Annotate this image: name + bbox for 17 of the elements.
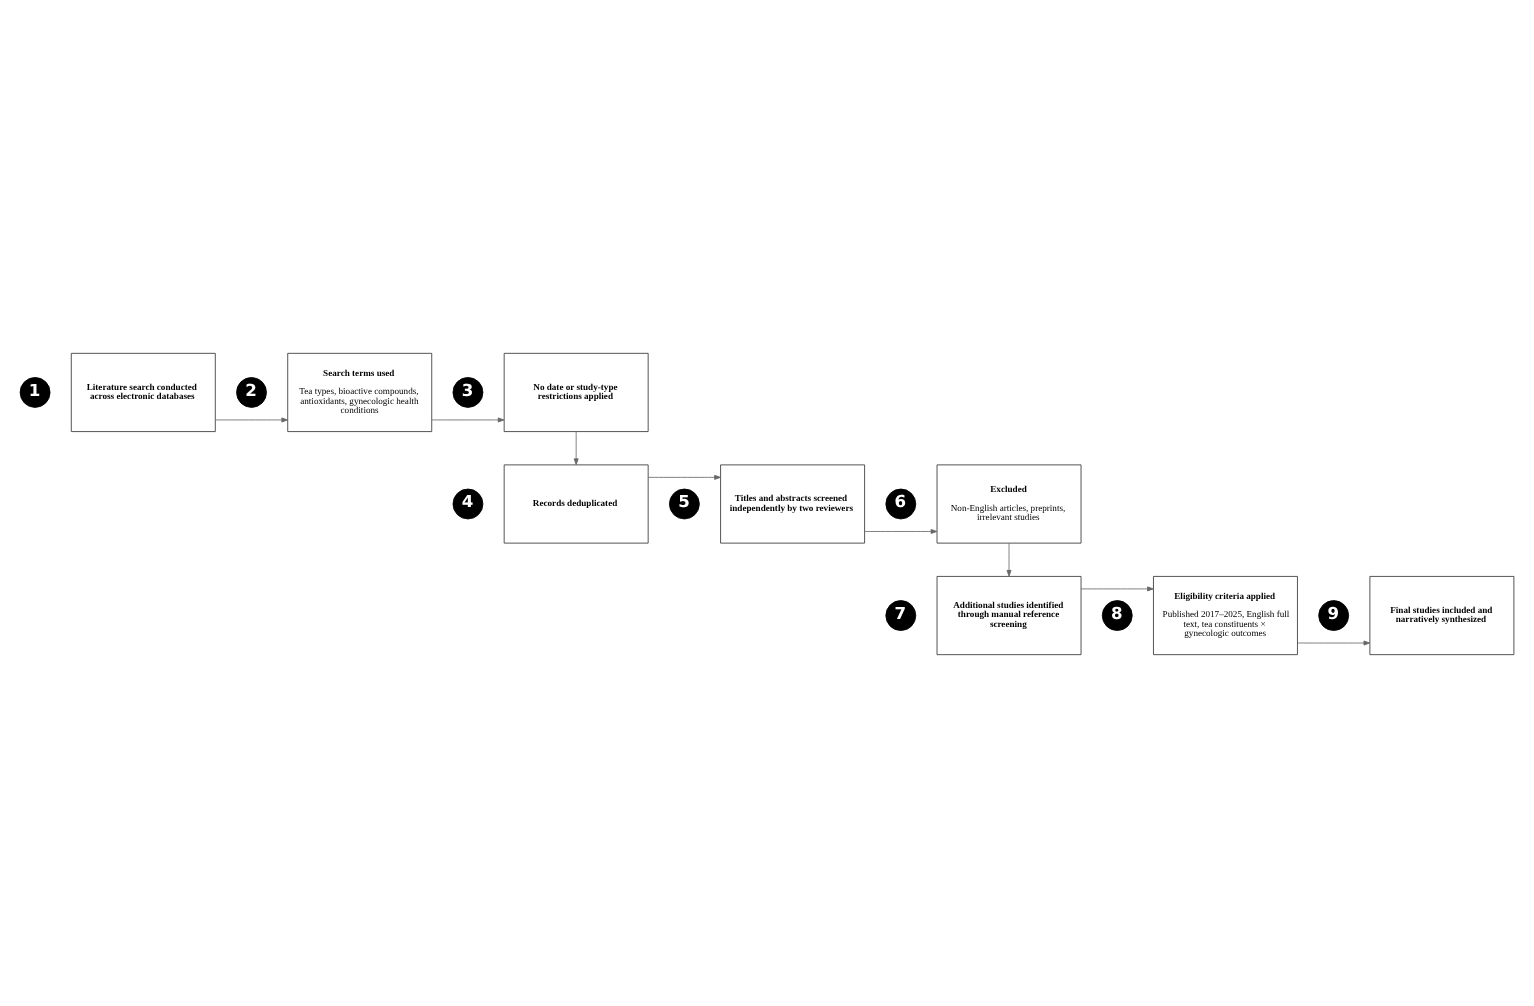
node-circle: 2	[236, 376, 267, 407]
arrow	[431, 416, 505, 422]
arrow	[214, 416, 289, 422]
node-circle: 4	[452, 487, 484, 519]
node-circle: 7	[885, 599, 917, 630]
node-circle: 3	[452, 376, 484, 407]
arrow	[647, 473, 721, 479]
node-circle: 6	[885, 487, 917, 519]
node-circle: 8	[1101, 599, 1133, 630]
node-circle: 5	[669, 487, 700, 519]
arrow	[573, 430, 579, 465]
node-circle: 1	[19, 376, 51, 407]
node-circle: 9	[1318, 599, 1350, 630]
arrow	[1297, 639, 1371, 645]
arrow	[1006, 541, 1012, 576]
arrow	[1080, 585, 1154, 591]
arrow	[864, 528, 938, 533]
